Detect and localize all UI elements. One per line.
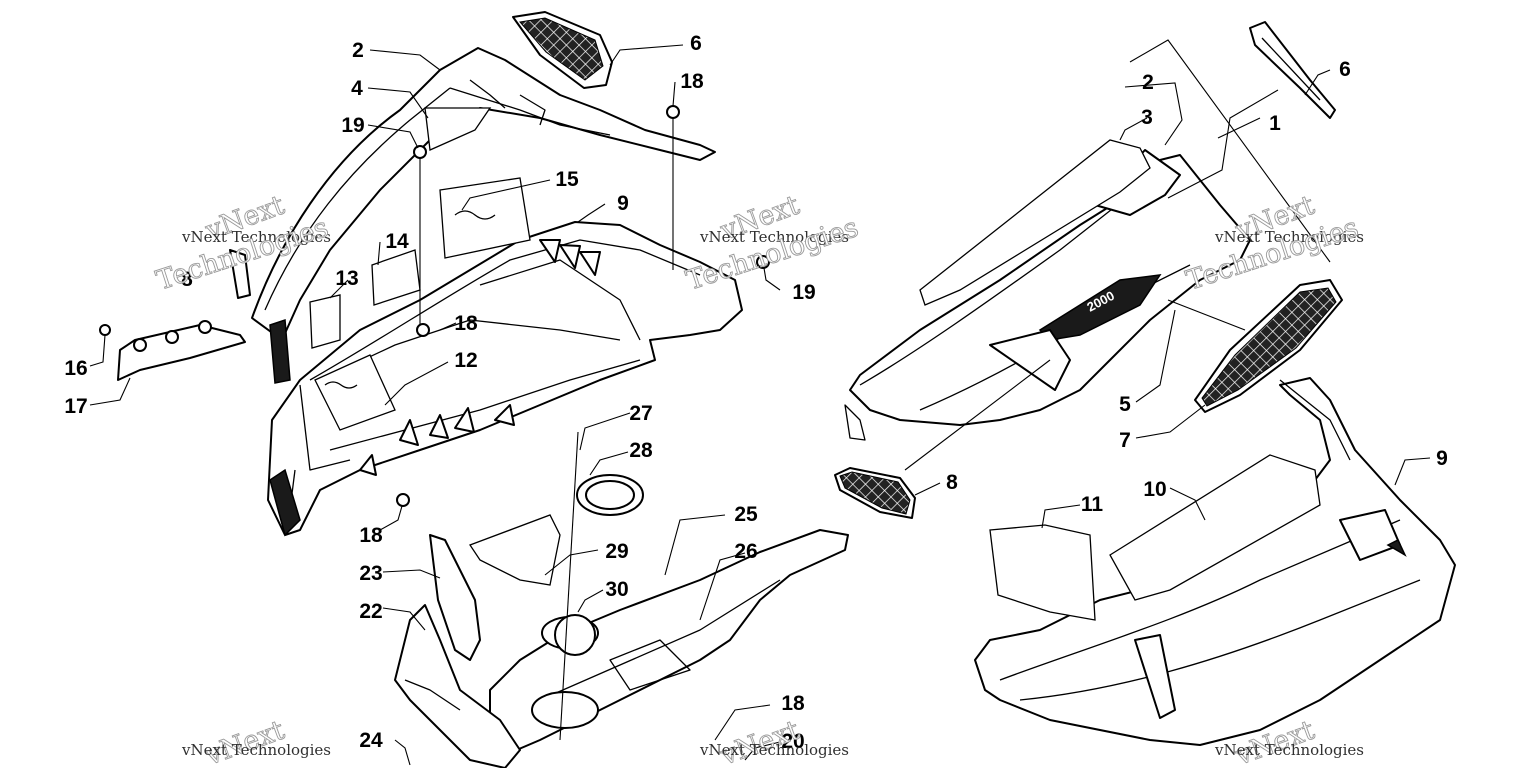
watermark-top-middle: vNext vNext Technologies Technologies [682, 189, 862, 297]
callout-6-left: 6 [690, 32, 702, 55]
callout-18-top: 18 [680, 70, 704, 93]
left-hood-upper-shell [251, 47, 716, 341]
callout-19-right: 19 [792, 281, 815, 304]
callout-18-low: 18 [359, 524, 383, 547]
callout-6-right: 6 [1339, 58, 1351, 81]
mount-plate-29 [469, 514, 561, 586]
callout-22: 22 [359, 600, 382, 623]
panel-decal-11 [989, 524, 1096, 621]
callout-17: 17 [64, 395, 87, 418]
callout-15: 15 [555, 168, 579, 191]
left-small-clip [229, 249, 291, 384]
belly-pan-25 [489, 529, 849, 756]
callout-1: 1 [1269, 112, 1281, 135]
right-lower-body-9 [974, 377, 1456, 746]
left-windshield-panel [309, 107, 531, 431]
hood-stripe-decal-3 [919, 139, 1151, 306]
left-vent-grille [512, 11, 613, 89]
callout-27: 27 [629, 402, 652, 425]
callout-8-right: 8 [946, 471, 958, 494]
callout-11: 11 [1081, 493, 1104, 516]
callout-19-left: 19 [341, 114, 364, 137]
callout-20: 20 [781, 730, 804, 753]
ring-28 [576, 474, 644, 516]
callout-5: 5 [1119, 393, 1131, 416]
callout-3: 3 [1141, 106, 1153, 129]
callout-numbers: 2 4 19 6 18 15 9 14 13 18 12 19 8 16 17 … [64, 32, 1448, 753]
callout-leader-lines [89, 44, 1431, 766]
watermark-line: vNext Technologies [181, 741, 331, 759]
hood-fins [359, 239, 601, 476]
callout-9-right: 9 [1436, 447, 1448, 470]
watermark-bottom-middle: vNext vNext Technologies [699, 714, 849, 768]
callout-18-mid: 18 [454, 312, 478, 335]
callout-29: 29 [605, 540, 628, 563]
callout-4: 4 [351, 77, 363, 100]
watermark-line: vNext Technologies [699, 741, 849, 759]
callout-7: 7 [1119, 429, 1131, 452]
panel-decal-10 [1109, 454, 1321, 601]
callout-14: 14 [385, 230, 409, 253]
callout-2-left: 2 [352, 39, 364, 62]
left-hood-lower-body [267, 221, 743, 537]
callout-26: 26 [734, 540, 757, 563]
callout-2-right: 2 [1142, 71, 1154, 94]
right-vent-6 [1249, 21, 1336, 119]
side-bracket-22-23 [394, 534, 521, 768]
callout-28: 28 [629, 439, 653, 462]
callout-8-left: 8 [181, 268, 193, 291]
watermark-bottom-left: vNext vNext Technologies [181, 714, 331, 768]
watermark-line: vNext Technologies [1214, 741, 1364, 759]
small-grille-8 [834, 467, 916, 519]
callout-9-left: 9 [617, 192, 629, 215]
callout-10: 10 [1143, 478, 1166, 501]
right-grille-7 [1194, 279, 1343, 413]
fastener-bolts [99, 105, 770, 507]
callout-25: 25 [734, 503, 758, 526]
callout-13: 13 [335, 267, 358, 290]
watermark-line: vNext Technologies [1214, 228, 1364, 246]
assembly-bracket-1 [904, 39, 1331, 471]
watermark-line: vNext Technologies [699, 228, 849, 246]
callout-24: 24 [359, 729, 383, 752]
callout-18-bottom: 18 [781, 692, 805, 715]
callout-12: 12 [454, 349, 477, 372]
watermark-line: vNext Technologies [181, 228, 331, 246]
left-side-trim-17 [117, 320, 246, 381]
callout-23: 23 [359, 562, 382, 585]
callout-16: 16 [64, 357, 87, 380]
callout-30: 30 [605, 578, 628, 601]
